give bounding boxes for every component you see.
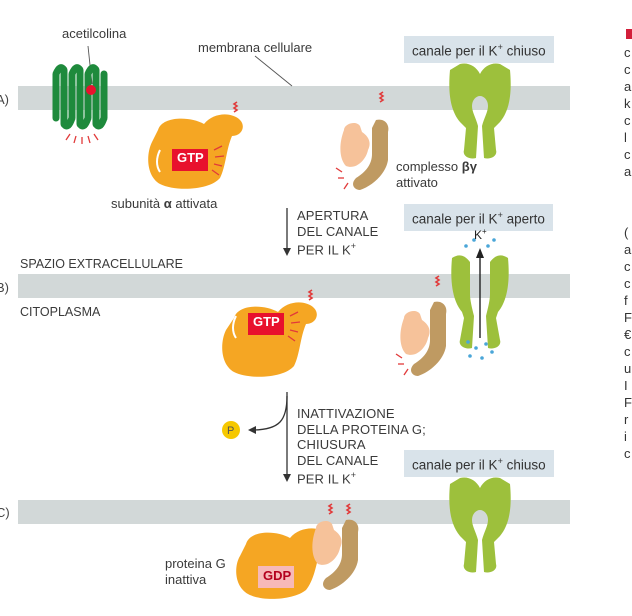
- label-phosphate: P: [227, 425, 235, 437]
- label-complesso: complesso βγ: [396, 159, 477, 175]
- box-a-tail: chiuso: [502, 43, 546, 59]
- step1-line2: DEL CANALE: [297, 223, 379, 239]
- side-red-mark: [626, 29, 632, 39]
- channel-a: [449, 63, 511, 159]
- box-a-text: canale per il K: [412, 43, 498, 59]
- side-char: c: [624, 45, 631, 60]
- step2-line1: INATTIVAZIONE: [297, 406, 395, 421]
- alpha-subunit-b: [222, 289, 317, 377]
- receptor-shape: [52, 64, 108, 130]
- box-channel-c: canale per il K+ chiuso: [404, 450, 554, 477]
- channel-b-open: [451, 248, 509, 349]
- step-apertura: APERTURA DEL CANALE PER IL K+: [297, 208, 378, 258]
- side-char: a: [624, 242, 632, 257]
- side-char: f: [624, 293, 628, 308]
- box-c-sup: +: [497, 456, 503, 466]
- side-char: u: [624, 361, 632, 376]
- beta-gamma-b: [395, 275, 447, 376]
- alpha-subunit-a: [148, 101, 243, 189]
- label-citoplasma: CITOPLASMA: [20, 305, 101, 319]
- step1-sup: +: [350, 241, 357, 251]
- box-a-sup: +: [497, 42, 503, 52]
- step-inattivazione: INATTIVAZIONE DELLA PROTEINA G; CHIUSURA…: [297, 406, 426, 487]
- step1-line3: PER IL K: [297, 242, 351, 258]
- membrane-b: [18, 274, 570, 298]
- label-membrana: membrana cellulare: [198, 40, 313, 55]
- side-char: a: [624, 79, 632, 94]
- k-ion-text: K: [474, 228, 483, 242]
- box-c-tail: chiuso: [502, 457, 546, 473]
- side-char: c: [624, 259, 631, 274]
- k-ions: [464, 238, 496, 360]
- side-char: l: [624, 130, 627, 145]
- beta-gamma-a: [335, 91, 389, 190]
- box-channel-a: canale per il K+ chiuso: [404, 36, 554, 63]
- side-char: i: [624, 429, 627, 444]
- side-text-column: c c a k c l c a ( a c c f F € c u I F r …: [624, 44, 632, 462]
- gdp-badge: GDP: [263, 568, 292, 583]
- k-ion-sup: +: [482, 227, 487, 236]
- box-channel-b: canale per il K+ aperto: [404, 204, 553, 231]
- g-protein-c: [236, 503, 359, 599]
- side-char: €: [624, 327, 632, 342]
- box-c-text: canale per il K: [412, 457, 498, 473]
- label-subunita: subunità α attivata: [111, 196, 217, 212]
- side-char: F: [624, 395, 632, 410]
- subunita-text: subunità: [111, 196, 161, 211]
- side-char: c: [624, 113, 631, 128]
- channel-c: [449, 477, 511, 573]
- step2-line4: DEL CANALE: [297, 452, 379, 468]
- row-label-c: C): [0, 505, 10, 520]
- phosphate-circle: [222, 421, 240, 439]
- gtp-badge-a: GTP: [177, 150, 204, 165]
- box-b-text: canale per il K: [412, 211, 498, 227]
- label-spazio: SPAZIO EXTRACELLULARE: [20, 257, 184, 271]
- box-b-sup: +: [497, 210, 503, 220]
- side-char: c: [624, 62, 631, 77]
- side-char: c: [624, 446, 631, 461]
- step2-line5: PER IL K: [297, 471, 351, 487]
- label-proteina-g: proteina G: [165, 556, 226, 571]
- label-k-ion: K+: [474, 224, 487, 243]
- side-char: F: [624, 310, 632, 325]
- label-inattiva: inattiva: [165, 572, 207, 587]
- label-acetilcolina: acetilcolina: [62, 26, 127, 41]
- row-label-b: B): [0, 280, 9, 295]
- box-b-tail: aperto: [502, 211, 545, 227]
- gtp-badge-b: GTP: [253, 314, 280, 329]
- side-char: a: [624, 164, 632, 179]
- step1-line1: APERTURA: [297, 208, 369, 223]
- attivata-text: attivata: [175, 196, 218, 211]
- side-char: (: [624, 225, 629, 240]
- side-char: c: [624, 344, 631, 359]
- side-char: [624, 180, 632, 224]
- label-attivato: attivato: [396, 175, 438, 190]
- step2-sup: +: [350, 470, 357, 480]
- step2-line2: DELLA PROTEINA G;: [297, 421, 426, 437]
- beta-gamma-symbol: βγ: [461, 159, 477, 174]
- row-label-a: A): [0, 92, 9, 107]
- step2-line3: CHIUSURA: [297, 437, 366, 452]
- side-char: I: [624, 378, 628, 393]
- side-char: c: [624, 276, 631, 291]
- side-char: r: [624, 412, 629, 427]
- complesso-text: complesso: [396, 159, 459, 174]
- alpha-symbol: α: [163, 196, 172, 211]
- side-char: k: [624, 96, 631, 111]
- side-char: c: [624, 147, 631, 162]
